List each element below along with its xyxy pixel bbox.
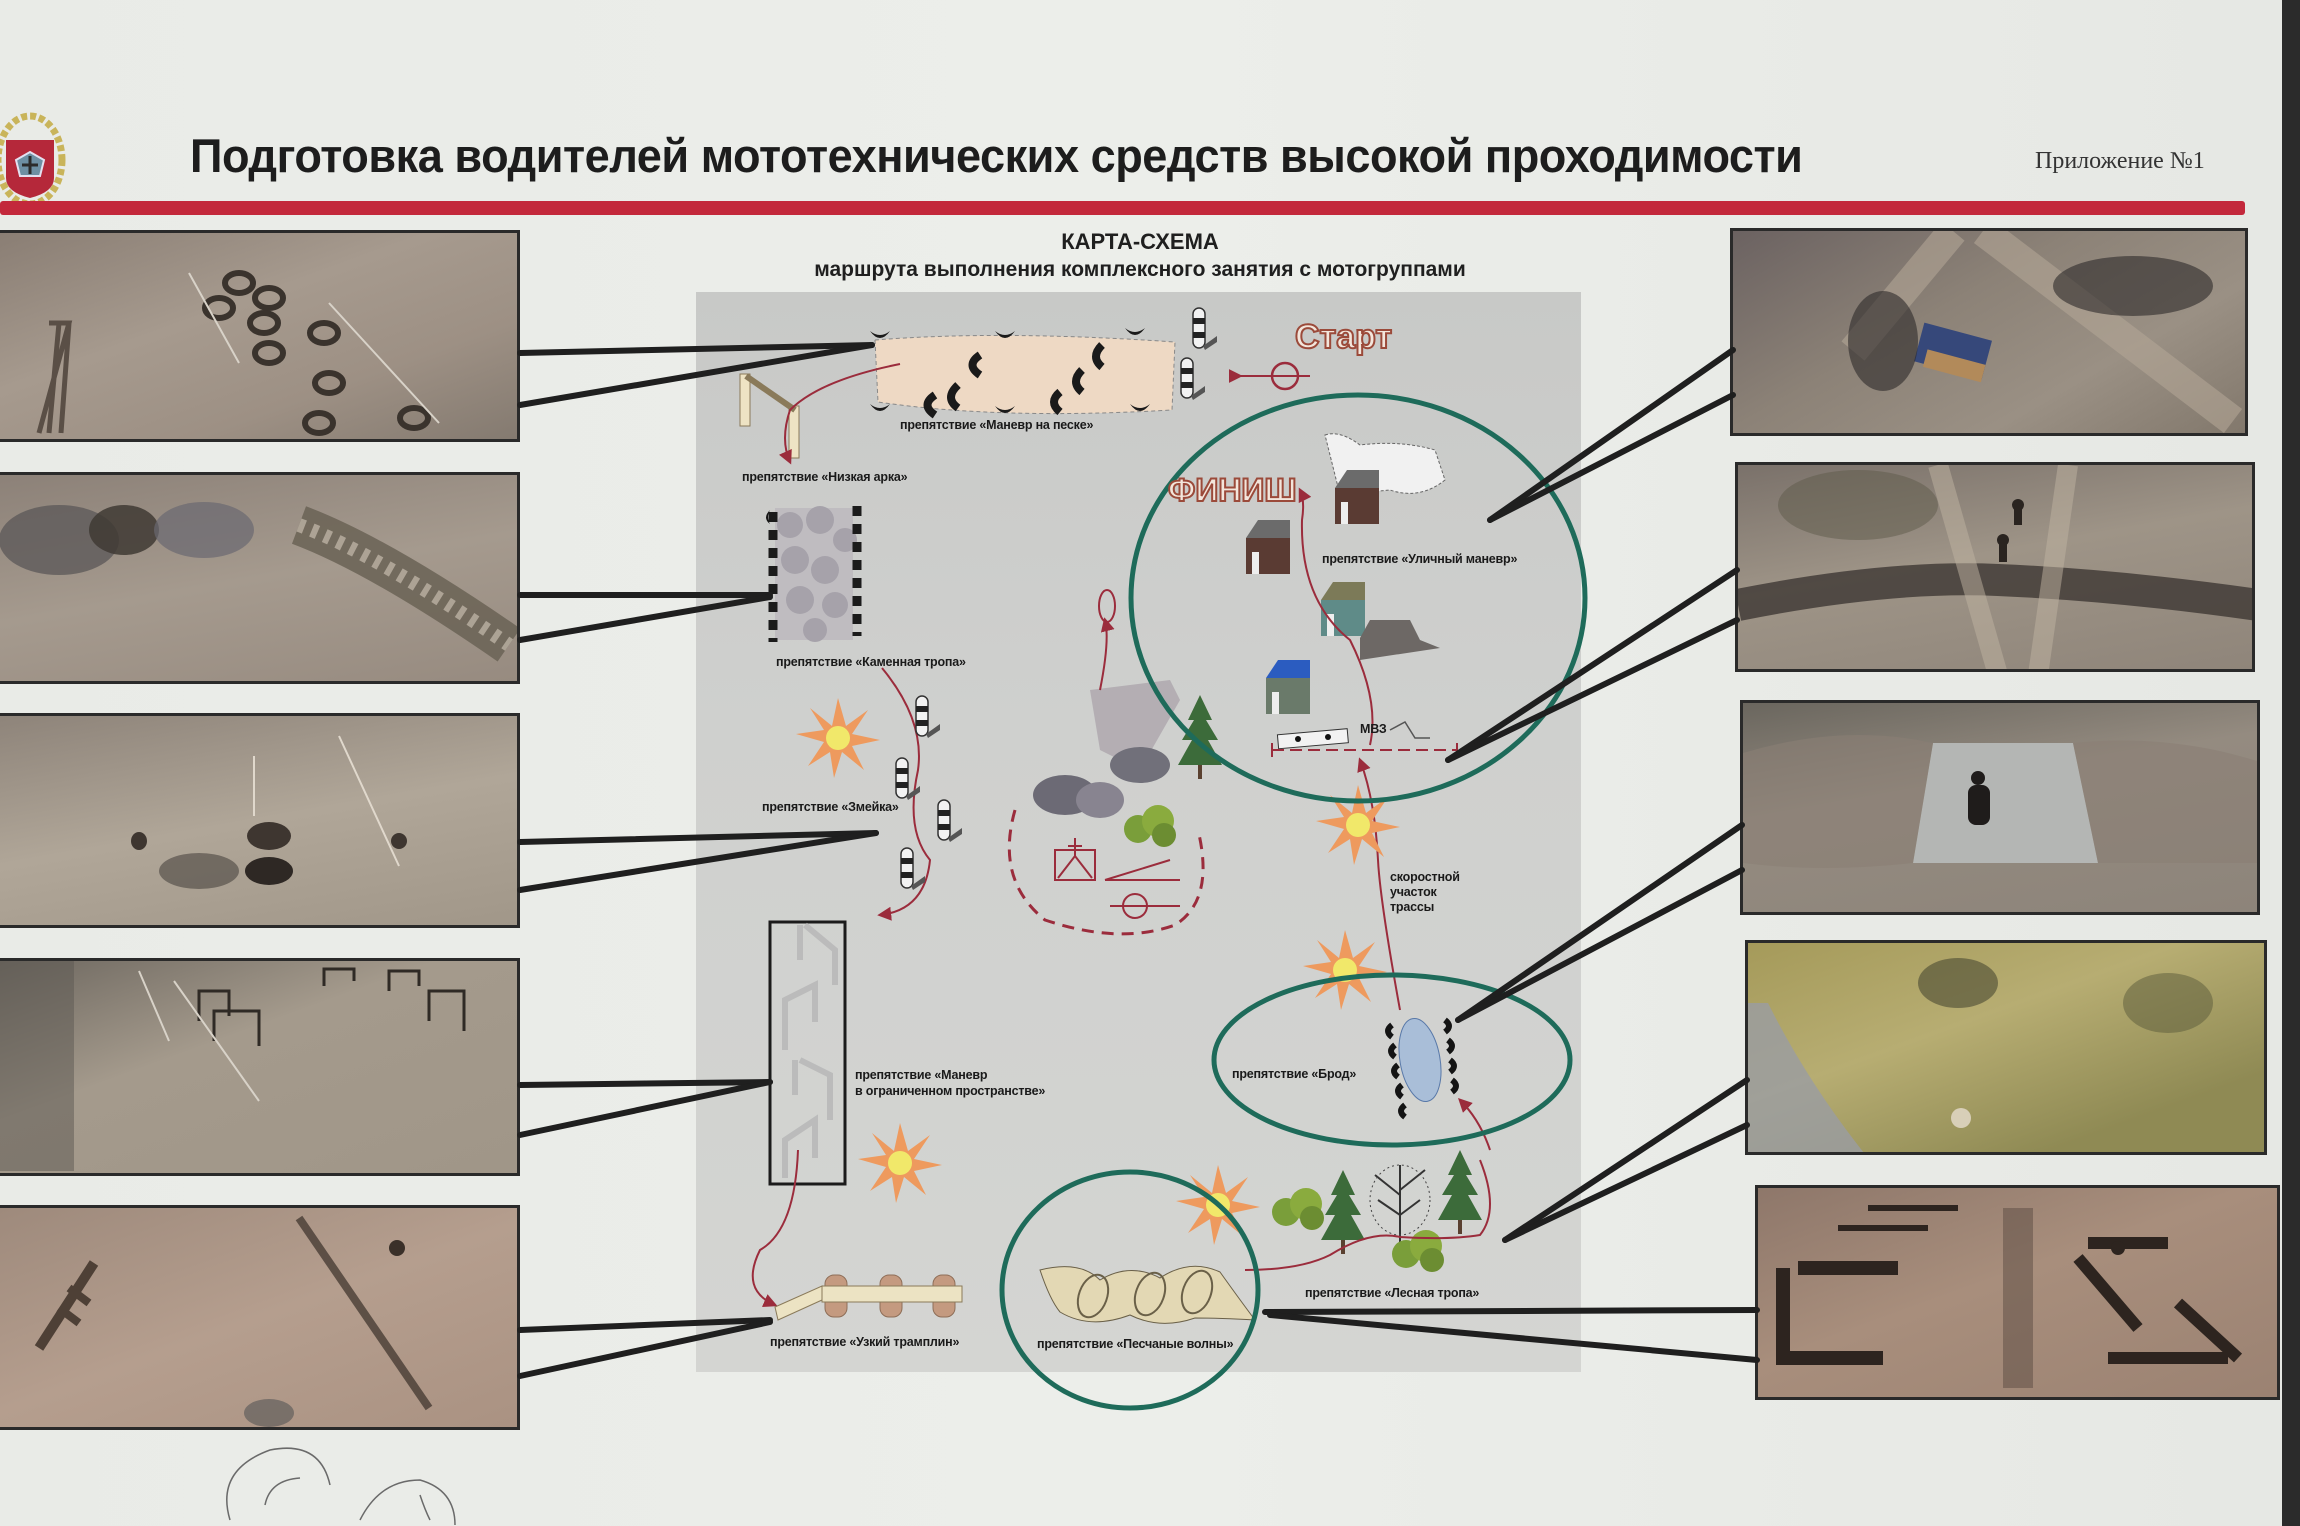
label-confined-maneuver: препятствие «Маневр в ограниченном прост… [855, 1067, 1045, 1099]
photo-forest-path [1745, 940, 2267, 1155]
highlight-sand-waves [999, 1169, 1261, 1411]
label-mvz: МВЗ [1360, 722, 1387, 736]
snake-posts-icon [131, 735, 407, 889]
explosion-icon [858, 1123, 942, 1203]
speed-line2: участок [1390, 885, 1437, 899]
post-icon [1180, 357, 1206, 401]
label-speed-section: скоростной участок трассы [1390, 870, 1460, 915]
label-sand-maneuver: препятствие «Маневр на песке» [900, 418, 1094, 432]
forest-icon [1748, 958, 2213, 1152]
label-snake: препятствие «Змейка» [762, 800, 899, 814]
post-icon [900, 847, 926, 891]
leader-lines [517, 342, 1760, 1379]
map-title-line2: маршрута выполнения комплексного занятия… [814, 258, 1466, 281]
sand-trenches-icon [1776, 1205, 2243, 1388]
photo-ramp-course [0, 1205, 520, 1430]
post-icon [915, 695, 941, 739]
rocks-ruins-icon [1033, 680, 1222, 847]
aerial-building-icon [1841, 231, 2243, 433]
pencil-scribble [226, 1447, 456, 1526]
label-confined-line1: препятствие «Маневр [855, 1068, 988, 1082]
label-sand-waves: препятствие «Песчаные волны» [1037, 1337, 1234, 1351]
page-title: Подготовка водителей мототехнических сре… [190, 129, 1803, 182]
sand-waves-obstacle [1039, 1265, 1257, 1324]
water-crossing-icon [1743, 735, 2257, 868]
riders-icon [1738, 465, 2252, 669]
speed-line3: трассы [1390, 900, 1435, 914]
sheet-edge-shadow [2282, 0, 2300, 1526]
photo-tire-course [0, 230, 520, 442]
photo-snake-course [0, 713, 520, 928]
header-divider [0, 201, 2245, 215]
start-label: Старт [1294, 317, 1393, 357]
speed-line1: скоростной [1390, 870, 1460, 884]
stone-path-obstacle [766, 506, 862, 642]
narrow-ramp-obstacle [774, 1274, 963, 1321]
label-narrow-ramp: препятствие «Узкий трамплин» [770, 1335, 960, 1349]
highlight-finish-area [1128, 392, 1588, 804]
photo-stone-path [0, 472, 520, 684]
street-maneuver-obstacle [1246, 433, 1446, 714]
photo-ford [1740, 700, 2260, 915]
ford-obstacle [1385, 1017, 1459, 1120]
dashed-loop-icon [1007, 809, 1205, 936]
map-title-line1: КАРТА-СХЕМА [1061, 229, 1219, 254]
low-arch-obstacle [739, 373, 800, 459]
post-icon [1192, 307, 1218, 351]
label-forest-path: препятствие «Лесная тропа» [1305, 1286, 1480, 1300]
forest-path-obstacle [1244, 1150, 1491, 1272]
label-low-arch: препятствие «Низкая арка» [742, 470, 908, 484]
photo-street-maneuver [1730, 228, 2248, 436]
start-marker [1228, 361, 1310, 391]
photo-trench-crossing [1735, 462, 2255, 672]
label-street-maneuver: препятствие «Уличный маневр» [1322, 552, 1518, 566]
map-title: КАРТА-СХЕМА маршрута выполнения комплекс… [700, 228, 1580, 284]
explosion-icon [1303, 930, 1387, 1010]
stones-icon [0, 502, 517, 662]
label-ford: препятствие «Брод» [1232, 1067, 1357, 1081]
ramp-icon [34, 1215, 433, 1427]
confined-maneuver-obstacle [768, 920, 847, 1186]
tires-icon [36, 270, 440, 436]
label-stone-path: препятствие «Каменная тропа» [776, 655, 966, 669]
gates-icon [0, 961, 466, 1171]
post-icon [937, 799, 963, 843]
highlight-ford [1211, 972, 1573, 1148]
sand-maneuver-obstacle [870, 328, 1176, 419]
label-confined-line2: в ограниченном пространстве» [855, 1084, 1046, 1098]
finish-label: ФИНИШ [1167, 471, 1298, 509]
photo-sand-waves [1755, 1185, 2280, 1400]
annex-label: Приложение №1 [2035, 148, 2205, 174]
photo-gates-course [0, 958, 520, 1176]
explosion-icon [796, 698, 880, 778]
